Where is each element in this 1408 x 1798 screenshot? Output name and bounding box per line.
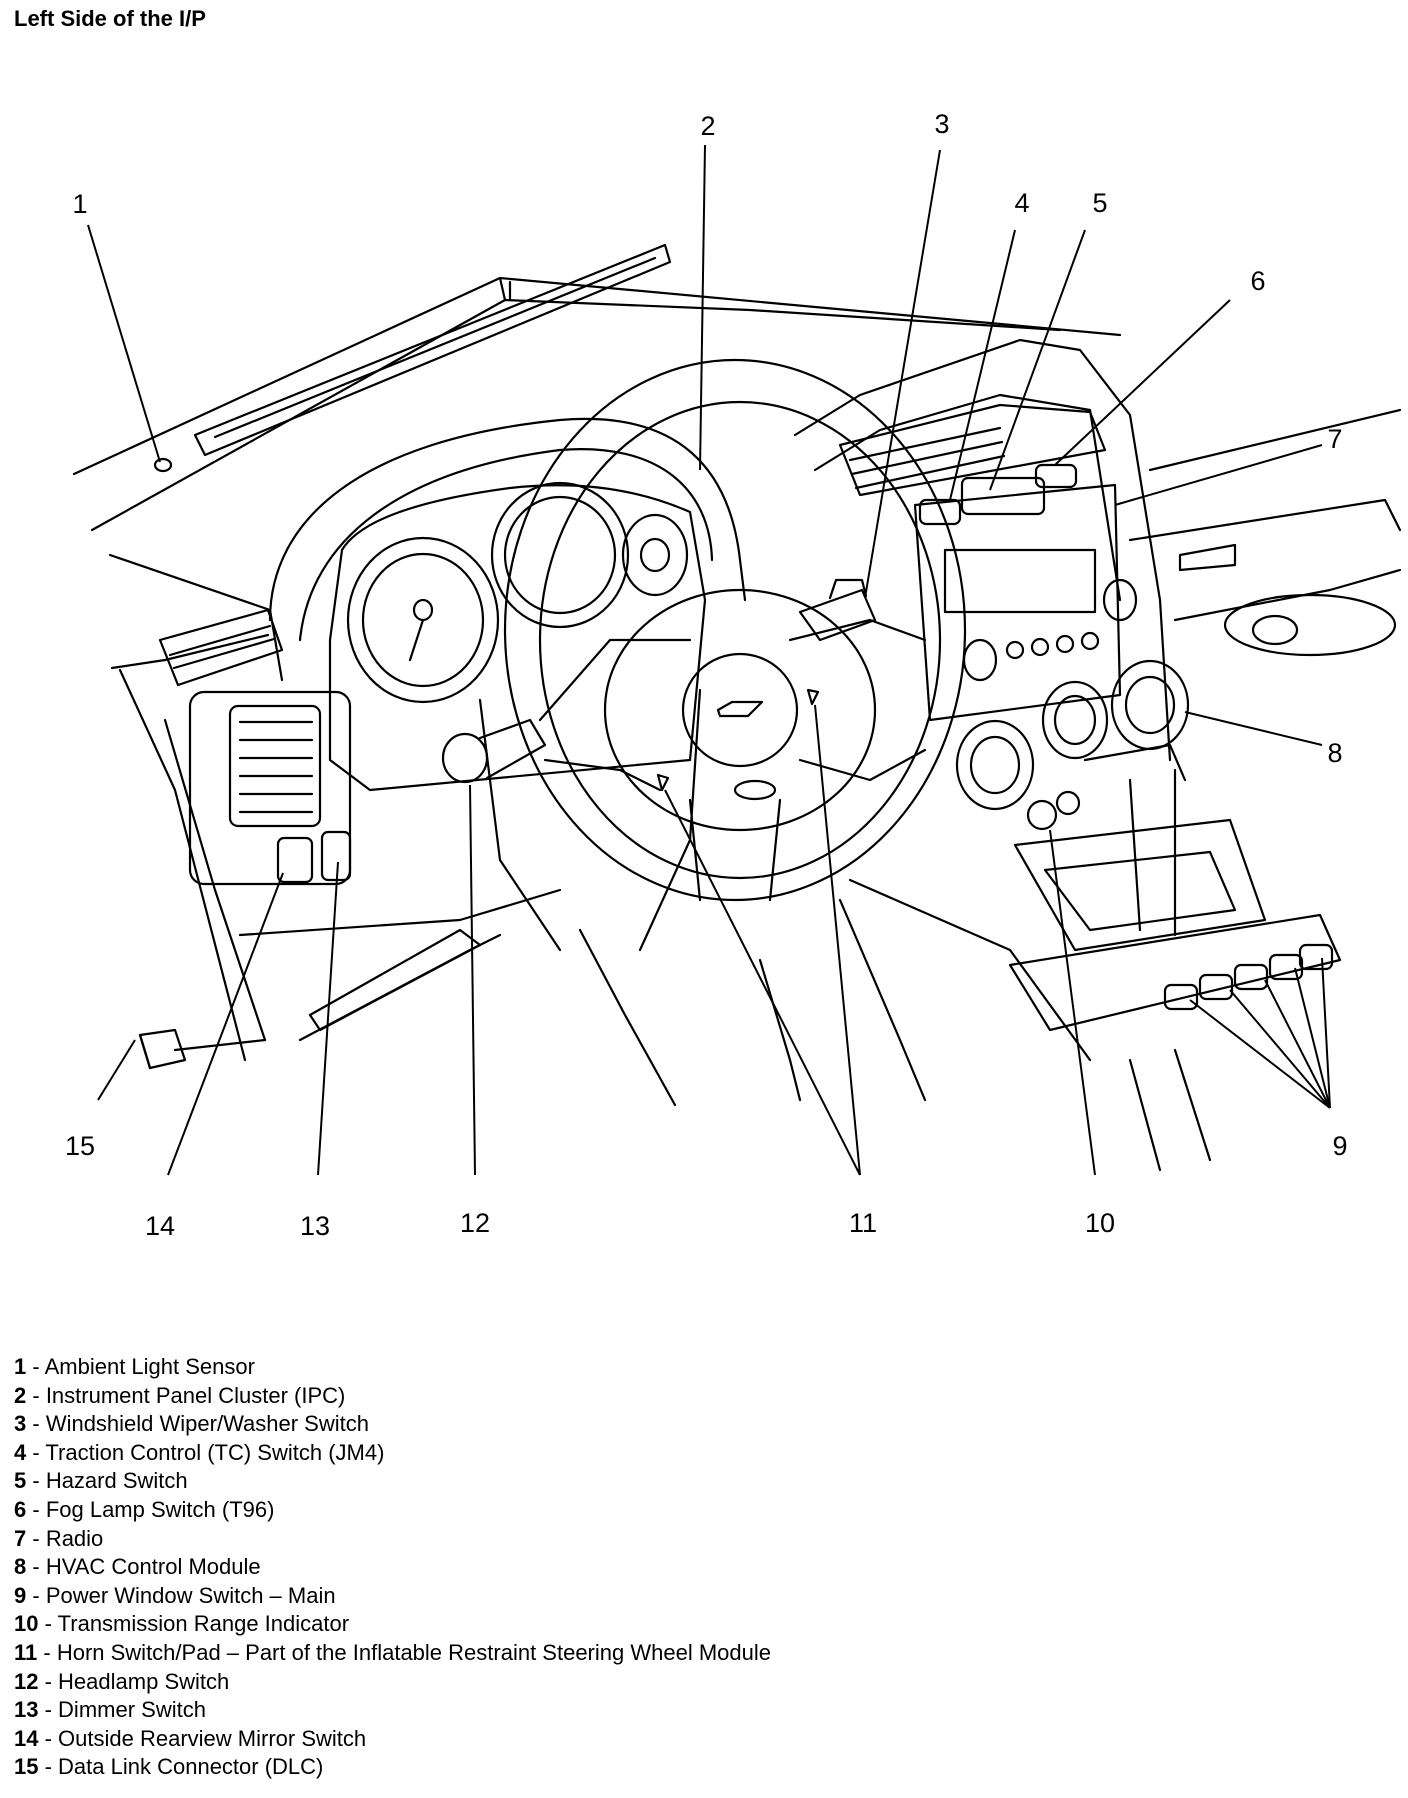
parts-legend: 1 - Ambient Light Sensor 2 - Instrument …: [14, 1353, 771, 1782]
callout-15: 15: [65, 1131, 95, 1161]
legend-item: 13 - Dimmer Switch: [14, 1697, 206, 1723]
callout-labels: 1 2 3 4 5 6 7 8 9 10 11 12 13 14 15: [65, 109, 1348, 1241]
legend-item: 4 - Traction Control (TC) Switch (JM4): [14, 1439, 385, 1465]
callout-4: 4: [1014, 188, 1029, 218]
callout-14: 14: [145, 1211, 175, 1241]
callout-8: 8: [1327, 738, 1342, 768]
callout-12: 12: [460, 1208, 490, 1238]
legend-item: 3 - Windshield Wiper/Washer Switch: [14, 1411, 369, 1437]
callout-13: 13: [300, 1211, 330, 1241]
callout-5: 5: [1092, 188, 1107, 218]
callout-7: 7: [1327, 424, 1342, 454]
legend-item: 15 - Data Link Connector (DLC): [14, 1754, 324, 1780]
legend-item: 1 - Ambient Light Sensor: [14, 1354, 255, 1379]
callout-10: 10: [1085, 1208, 1115, 1238]
legend-item: 14 - Outside Rearview Mirror Switch: [14, 1725, 367, 1751]
callout-3: 3: [934, 109, 949, 139]
dashboard-diagram: 1 2 3 4 5 6 7 8 9 10 11 12 13 14 15: [65, 109, 1402, 1241]
callout-11: 11: [849, 1208, 877, 1238]
dashboard-drawing: [72, 243, 1402, 1172]
legend-item: 2 - Instrument Panel Cluster (IPC): [14, 1382, 346, 1408]
legend-item: 7 - Radio: [14, 1525, 104, 1551]
legend-item: 9 - Power Window Switch – Main: [14, 1582, 336, 1608]
callout-1: 1: [72, 189, 87, 219]
legend-item: 8 - HVAC Control Module: [14, 1554, 261, 1580]
callout-6: 6: [1250, 266, 1265, 296]
leader-lines: [87, 144, 1331, 1176]
legend-item: 10 - Transmission Range Indicator: [14, 1611, 350, 1637]
legend-item: 11 - Horn Switch/Pad – Part of the Infla…: [14, 1639, 771, 1665]
callout-9: 9: [1332, 1131, 1347, 1161]
page-title: Left Side of the I/P: [14, 6, 206, 31]
legend-item: 12 - Headlamp Switch: [14, 1668, 230, 1694]
callout-2: 2: [700, 111, 715, 141]
legend-item: 6 - Fog Lamp Switch (T96): [14, 1496, 275, 1522]
legend-item: 5 - Hazard Switch: [14, 1468, 188, 1494]
